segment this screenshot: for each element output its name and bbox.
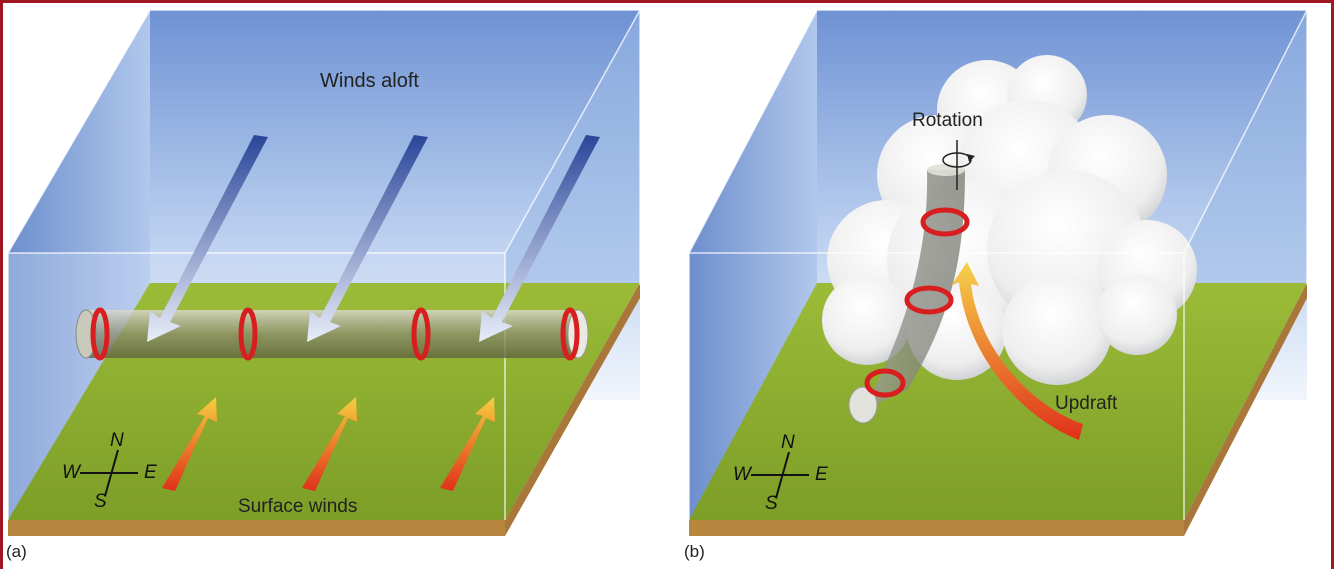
rotation-rings [90, 307, 580, 361]
box-edges [688, 9, 1309, 520]
surface-wind-arrows [162, 397, 495, 491]
rotation-label: Rotation [912, 110, 983, 131]
soil-front [689, 520, 1184, 536]
panel-b-letter: (b) [684, 542, 705, 561]
compass-s: S [765, 493, 778, 514]
panel-b-illustration [688, 9, 1309, 536]
thunderstorm-cloud [822, 55, 1197, 385]
compass-e: E [144, 462, 157, 483]
winds-aloft-label: Winds aloft [320, 70, 419, 92]
compass-e: E [815, 464, 828, 485]
winds-aloft-arrows [147, 135, 600, 342]
soil-side [1184, 283, 1307, 536]
compass-n: N [781, 432, 795, 453]
rotation-ring-2 [904, 285, 954, 315]
rotation-ring-1 [920, 207, 970, 237]
panel-a-illustration [7, 9, 642, 536]
surface-wind-arrow-2 [302, 397, 357, 491]
updraft-label: Updraft [1055, 393, 1118, 414]
compass-s: S [94, 491, 107, 512]
rotation-symbol [942, 140, 975, 190]
rotation-ring-1 [90, 307, 110, 361]
rotation-rings [864, 207, 970, 398]
wind-aloft-arrow-3 [479, 135, 600, 342]
compass-w: W [733, 464, 751, 485]
panel-b: Rotation Updraft N W E S (b) [667, 0, 1334, 569]
vortex-tube [75, 309, 589, 359]
compass-rose-b [751, 451, 809, 499]
compass-n: N [110, 430, 124, 451]
panel-a: Winds aloft Surface winds N W E S (a) [6, 9, 642, 561]
soil-side [505, 283, 640, 536]
surface-winds-label: Surface winds [238, 496, 358, 517]
panel-a-letter: (a) [6, 542, 27, 561]
surface-wind-arrow-1 [162, 397, 217, 491]
compass-w: W [62, 462, 80, 483]
updraft-arrow [951, 262, 1083, 440]
surface-wind-arrow-3 [440, 397, 495, 491]
rotation-ring-3 [411, 307, 431, 361]
rotation-ring-4 [560, 307, 580, 361]
soil-front [8, 520, 505, 536]
rotation-ring-3 [864, 368, 906, 398]
wind-aloft-arrow-2 [307, 135, 428, 342]
wind-aloft-arrow-1 [147, 135, 268, 342]
compass-rose-a [80, 449, 138, 497]
rotation-ring-2 [238, 307, 258, 361]
